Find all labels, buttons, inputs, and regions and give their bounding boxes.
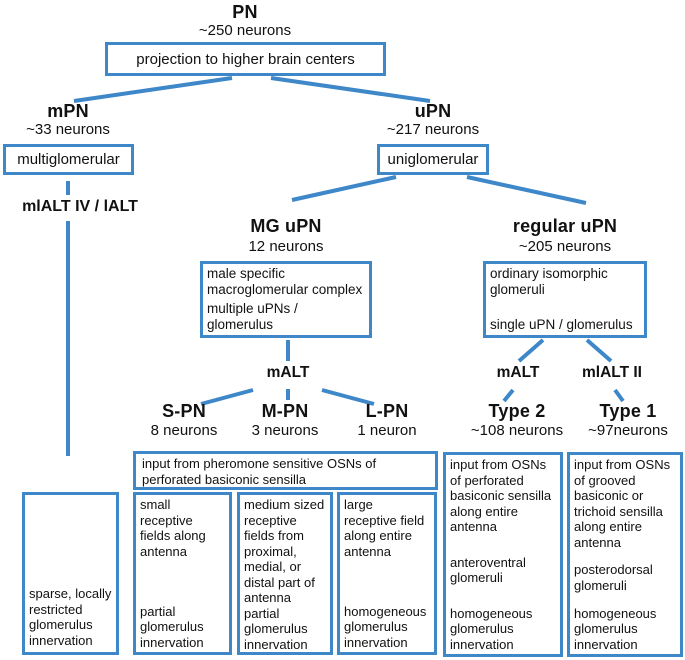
m-pn-field-text: medium sized receptive fields from proxi… (244, 497, 325, 605)
s-pn-innervation-text: partial glomerulus innervation (140, 603, 204, 650)
type1-input-text: input from OSNs of grooved basiconic or … (574, 457, 671, 550)
pheromone-input-text: input from pheromone sensitive OSNs of p… (142, 456, 377, 487)
type2-innervation-text: homogeneous glomerulus innervation (450, 605, 533, 652)
m-pn-innervation-text: partial glomerulus innervation (244, 605, 308, 652)
pn-box-label: projection to higher brain centers (136, 50, 355, 68)
type2-title: Type 2 (488, 401, 546, 421)
s-pn-field-text: small receptive fields along antenna (140, 497, 206, 559)
mg-upn-subtitle: 12 neurons (248, 238, 324, 255)
m-pn-detail-box: medium sized receptive fields from proxi… (237, 492, 333, 655)
type1-innervation-text: homogeneous glomerulus innervation (574, 605, 657, 652)
s-pn-subtitle: 8 neurons (150, 422, 218, 439)
upn-box-label: uniglomerular (387, 151, 479, 168)
edge-upn-mgupn (291, 175, 397, 202)
type1-subtitle: ~97neurons (588, 422, 668, 439)
type1-title: Type 1 (599, 401, 657, 421)
edge-regbox-mlalt (585, 338, 613, 363)
regular-upn-subtitle: ~205 neurons (518, 238, 612, 255)
mg-upn-box-bottom: multiple uPNs / glomerulus (207, 301, 298, 332)
edge-regbox-malt (517, 338, 545, 363)
edge-malt-spn (200, 388, 254, 406)
l-pn-title: L-PN (365, 401, 409, 421)
l-pn-innervation-text: homogeneous glomerulus innervation (344, 603, 427, 650)
type2-input-text: input from OSNs of perforated basiconic … (450, 457, 552, 534)
type1-detail-box: input from OSNs of grooved basiconic or … (567, 452, 683, 657)
mg-upn-box-top: male specific macroglomerular complex (207, 266, 363, 297)
type2-detail-box: input from OSNs of perforated basiconic … (443, 452, 563, 657)
m-pn-title: M-PN (261, 401, 309, 421)
mpn-tract-label: mlALT IV / lALT (22, 198, 138, 215)
type2-glomeruli-text: anteroventral glomeruli (450, 554, 526, 586)
edge-malt-type2 (502, 388, 515, 403)
pn-box: projection to higher brain centers (105, 42, 386, 76)
l-pn-detail-box: large receptive field along entire anten… (337, 492, 437, 655)
upn-box: uniglomerular (377, 144, 489, 175)
mpn-innervation-text: sparse, locally restricted glomerulus in… (29, 586, 112, 648)
regular-upn-tract-malt-label: mALT (496, 364, 540, 381)
edge-pn-mpn (73, 76, 233, 103)
regular-upn-box: ordinary isomorphic glomeruli single uPN… (483, 261, 647, 338)
l-pn-subtitle: 1 neuron (357, 422, 417, 439)
regular-upn-title: regular uPN (512, 216, 618, 236)
type1-glomeruli-text: posterodorsal glomeruli (574, 562, 653, 593)
mpn-title: mPN (47, 101, 89, 121)
mg-upn-box: male specific macroglomerular complex mu… (200, 261, 372, 338)
mpn-box: multiglomerular (3, 144, 134, 175)
s-pn-title: S-PN (162, 401, 206, 421)
mpn-box-label: multiglomerular (17, 151, 120, 168)
mg-upn-tract-label: mALT (266, 364, 310, 381)
edge-pn-upn (270, 76, 431, 103)
l-pn-field-text: large receptive field along entire anten… (344, 497, 425, 559)
mg-upn-title: MG uPN (250, 216, 322, 236)
upn-title: uPN (414, 101, 452, 121)
regular-upn-tract-mlalt-label: mlALT II (582, 364, 642, 381)
upn-subtitle: ~217 neurons (386, 121, 480, 138)
regular-upn-box-top: ordinary isomorphic glomeruli (490, 266, 608, 297)
pn-subtitle: ~250 neurons (198, 22, 292, 39)
regular-upn-box-bottom: single uPN / glomerulus (490, 317, 633, 332)
m-pn-subtitle: 3 neurons (251, 422, 319, 439)
pn-title: PN (232, 2, 258, 22)
edge-upn-regupn (466, 175, 587, 205)
mpn-detail-box: sparse, locally restricted glomerulus in… (22, 492, 119, 655)
edge-mlalt-type1 (613, 388, 625, 403)
mpn-subtitle: ~33 neurons (26, 121, 110, 138)
pheromone-input-box: input from pheromone sensitive OSNs of p… (133, 451, 438, 490)
type2-subtitle: ~108 neurons (470, 422, 564, 439)
s-pn-detail-box: small receptive fields along antenna par… (133, 492, 232, 655)
